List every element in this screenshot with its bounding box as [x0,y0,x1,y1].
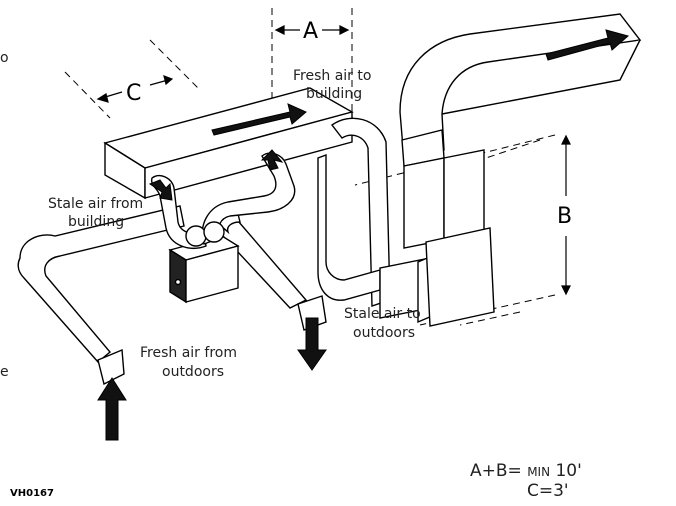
supply-arrow-icon [211,103,307,136]
stale-air-to-outdoors-label-2: outdoors [353,325,415,341]
exhaust-elbow-duct [399,13,642,327]
dimension-a-label: A [303,19,318,44]
small-down-arrow-icon [148,179,173,201]
outdoor-intake-duct [17,205,185,386]
ventilation-unit [168,235,240,304]
figure-id: VH0167 [10,488,54,499]
dimension-b-label: B [557,204,572,229]
edge-letter-bottom: e [0,364,9,380]
formula-line-1: A+B= MIN 10' [470,461,582,481]
fresh-air-from-outdoors-label-1: Fresh air from [140,345,237,361]
airflow-arrows [97,29,630,441]
supply-trunk-duct [103,87,354,200]
dimension-arrows [96,25,571,296]
dimension-guides [64,8,556,326]
fresh-air-to-building-label-1: Fresh air to [293,68,371,84]
exhaust-arrow-icon [545,29,630,61]
fresh-air-to-building-label-2: building [306,86,362,102]
stale-out-arrow-icon [297,317,327,371]
stale-air-from-building-label-2: building [68,214,124,230]
fresh-air-from-outdoors-label-2: outdoors [162,364,224,380]
small-up-arrow-icon [260,149,284,171]
dimension-c-label: C [126,81,141,106]
stale-air-from-building-label-1: Stale air from [48,196,143,212]
edge-letter-top: o [0,50,9,66]
formula-line-2: C=3' [527,481,569,501]
stale-air-to-outdoors-label-1: Stale air to [344,306,421,322]
fresh-in-arrow-icon [97,377,127,441]
